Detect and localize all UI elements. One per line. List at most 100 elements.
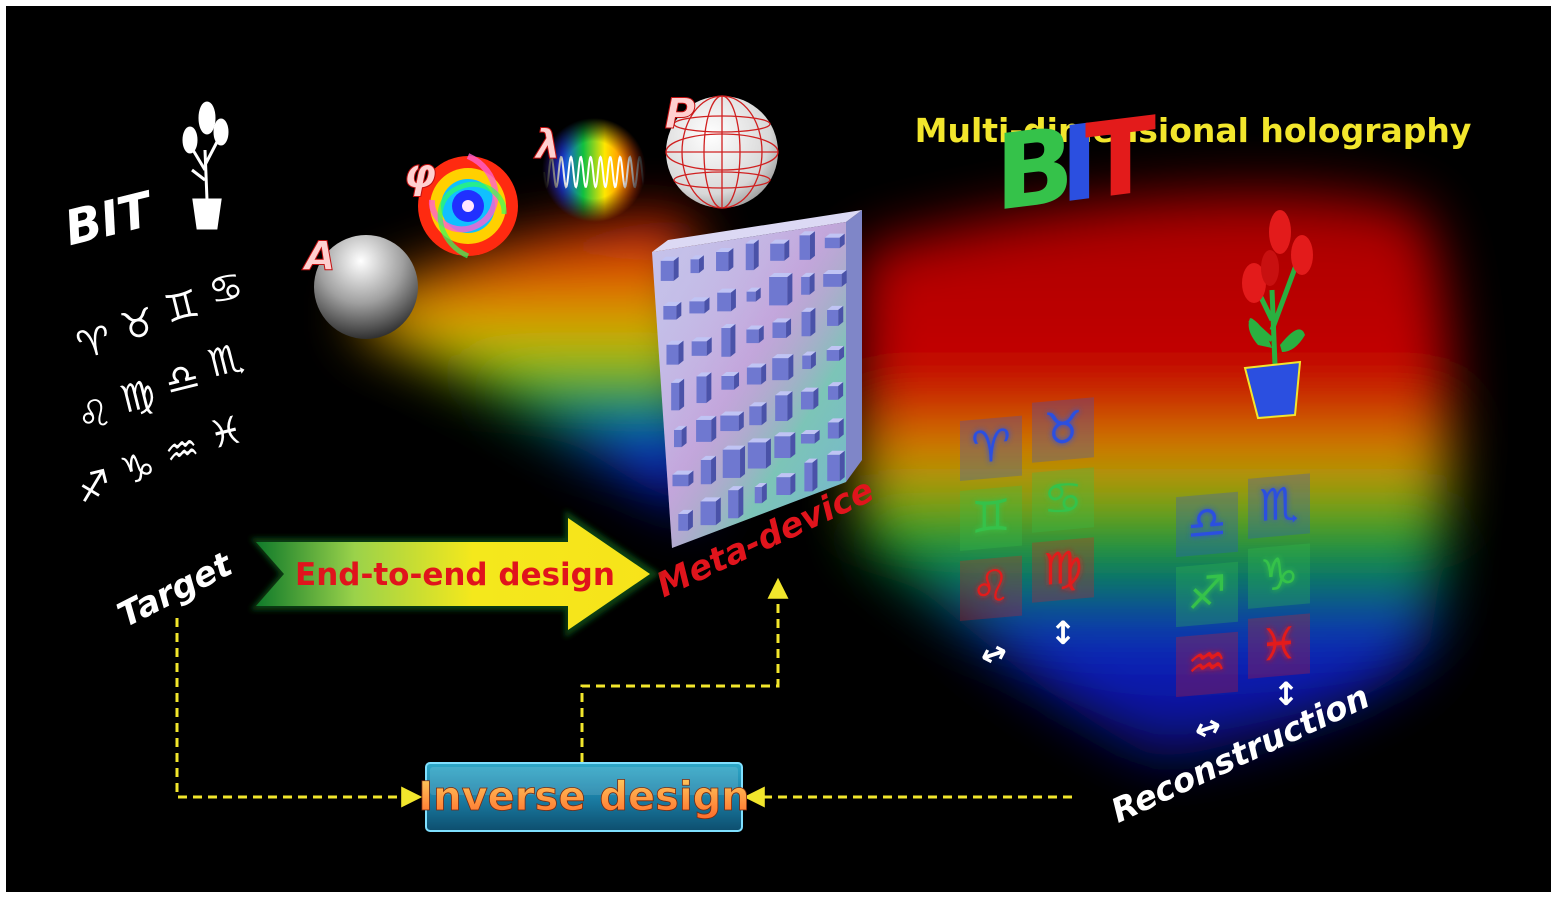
nanopillar (678, 509, 693, 531)
zodiac-glyph: ♒ (1187, 636, 1226, 690)
zodiac-glyph: ♐ (1187, 566, 1226, 620)
nanopillar (721, 371, 740, 390)
nanopillar (700, 455, 717, 485)
amplitude-symbol: A (302, 234, 336, 280)
nanopillar (774, 432, 796, 459)
zodiac-tile: ♊♊ (960, 485, 1022, 552)
zodiac-glyph: ♐ (1187, 566, 1226, 620)
nanopillar (666, 340, 684, 365)
nanopillar (801, 307, 816, 337)
phase-symbol: φ (404, 149, 437, 198)
nanopillar (800, 387, 819, 410)
zodiac-glyph: ♑ (1259, 548, 1298, 602)
zodiac-glyph: ♌ (971, 560, 1010, 614)
zodiac-glyph: ♓ (1259, 618, 1298, 672)
zodiac-tile: ♑♑ (1248, 543, 1310, 609)
zodiac-tile: ♎♎ (1176, 491, 1238, 558)
nanopillar (696, 415, 717, 442)
meta-device (652, 210, 862, 548)
nanopillar (717, 288, 736, 312)
nanopillar-array (660, 231, 847, 531)
nanopillar (800, 430, 820, 444)
nanopillar (720, 411, 744, 432)
nanopillar (746, 287, 761, 302)
nanopillar (674, 425, 687, 448)
zodiac-glyph: ♈ (971, 420, 1010, 474)
zodiac-glyph: ♋ (1043, 472, 1082, 526)
nanopillar (824, 233, 845, 249)
nanopillar (823, 270, 847, 287)
polarization-sphere: P (664, 89, 779, 209)
inverse-design-label: Inverse design (418, 774, 750, 820)
nanopillar (746, 363, 767, 385)
nanopillar (802, 351, 816, 370)
nanopillar (827, 418, 844, 439)
zodiac-glyph: ♋ (1043, 472, 1082, 526)
zodiac-glyph: ♉ (1043, 402, 1082, 456)
amplitude-sphere: A (301, 234, 418, 339)
end-to-end-arrow: End-to-end design (250, 510, 660, 638)
zodiac-glyph: ♌ (971, 560, 1010, 614)
zodiac-tile: ♍♍ (1032, 537, 1094, 603)
polarization-symbol: P (665, 89, 696, 138)
nanopillar (721, 324, 736, 357)
feedback-loop (175, 577, 1072, 808)
arrow-vertical-left: ↕ (1050, 614, 1077, 652)
zodiac-glyph: ♎ (1187, 496, 1226, 550)
bit-letter-i: I (1060, 100, 1099, 226)
zodiac-glyph: ♏ (1259, 478, 1298, 532)
zodiac-glyph: ♎ (1187, 496, 1226, 550)
nanopillar (689, 297, 710, 314)
arrow-vertical-right: ↕ (1273, 675, 1300, 713)
zodiac-glyph: ♈ (971, 420, 1010, 474)
nanopillar (671, 378, 685, 411)
nanopillar (769, 272, 793, 306)
reconstructed-bit: B I T (995, 93, 1156, 234)
bit-letter-b: B (995, 103, 1074, 234)
nanopillar (827, 382, 844, 400)
wavelength-spectrum: λ (533, 118, 648, 222)
nanopillar (745, 239, 759, 271)
nanopillar (801, 272, 815, 295)
incident-beam (360, 215, 700, 520)
nanopillar (716, 247, 734, 272)
nanopillar (754, 483, 767, 504)
zodiac-glyph: ♉ (1043, 402, 1082, 456)
nanopillar (827, 450, 845, 482)
zodiac-glyph: ♍ (1043, 542, 1082, 596)
nanopillar (696, 372, 712, 404)
nanopillar (804, 458, 818, 492)
zodiac-tile: ♌♌ (960, 555, 1022, 622)
flower-pot-icon (182, 101, 229, 230)
nanopillar (826, 346, 845, 361)
nanopillar (770, 239, 790, 261)
zodiac-glyph: ♍ (1043, 542, 1082, 596)
nanopillar (690, 255, 704, 274)
zodiac-tile: ♉♉ (1032, 397, 1094, 463)
nanopillar (728, 486, 744, 519)
bit-letter-t: T (1085, 93, 1156, 223)
nanopillar (775, 391, 793, 422)
zodiac-tile: ♐♐ (1176, 561, 1238, 628)
polarization-arrows: ↔ ↕ ↔ ↕ (975, 614, 1299, 750)
nanopillar (660, 256, 679, 281)
reconstructed-zodiac-tiles: ♈♈♉♉♊♊♋♋♌♌♍♍♎♎♏♏♐♐♑♑♒♒♓♓ (960, 397, 1310, 698)
zodiac-glyph: ♒ (1187, 636, 1226, 690)
zodiac-tile: ♋♋ (1032, 467, 1094, 533)
zodiac-glyph: ♏ (1259, 478, 1298, 532)
phase-vortex: φ (403, 149, 518, 259)
nanopillar (772, 318, 792, 338)
nanopillar (700, 497, 721, 526)
end-to-end-label: End-to-end design (295, 557, 615, 593)
zodiac-glyph: ♊ (971, 490, 1010, 544)
title: Multi-dimensional holography (915, 111, 1472, 150)
nanopillar (776, 473, 796, 495)
zodiac-glyph: ♓ (1259, 618, 1298, 672)
nanopillar (691, 337, 712, 356)
zodiac-tile: ♓♓ (1248, 613, 1310, 679)
inverse-design-box: Inverse design (418, 762, 750, 832)
nanopillar (747, 438, 771, 469)
zodiac-glyph: ♑ (1259, 548, 1298, 602)
